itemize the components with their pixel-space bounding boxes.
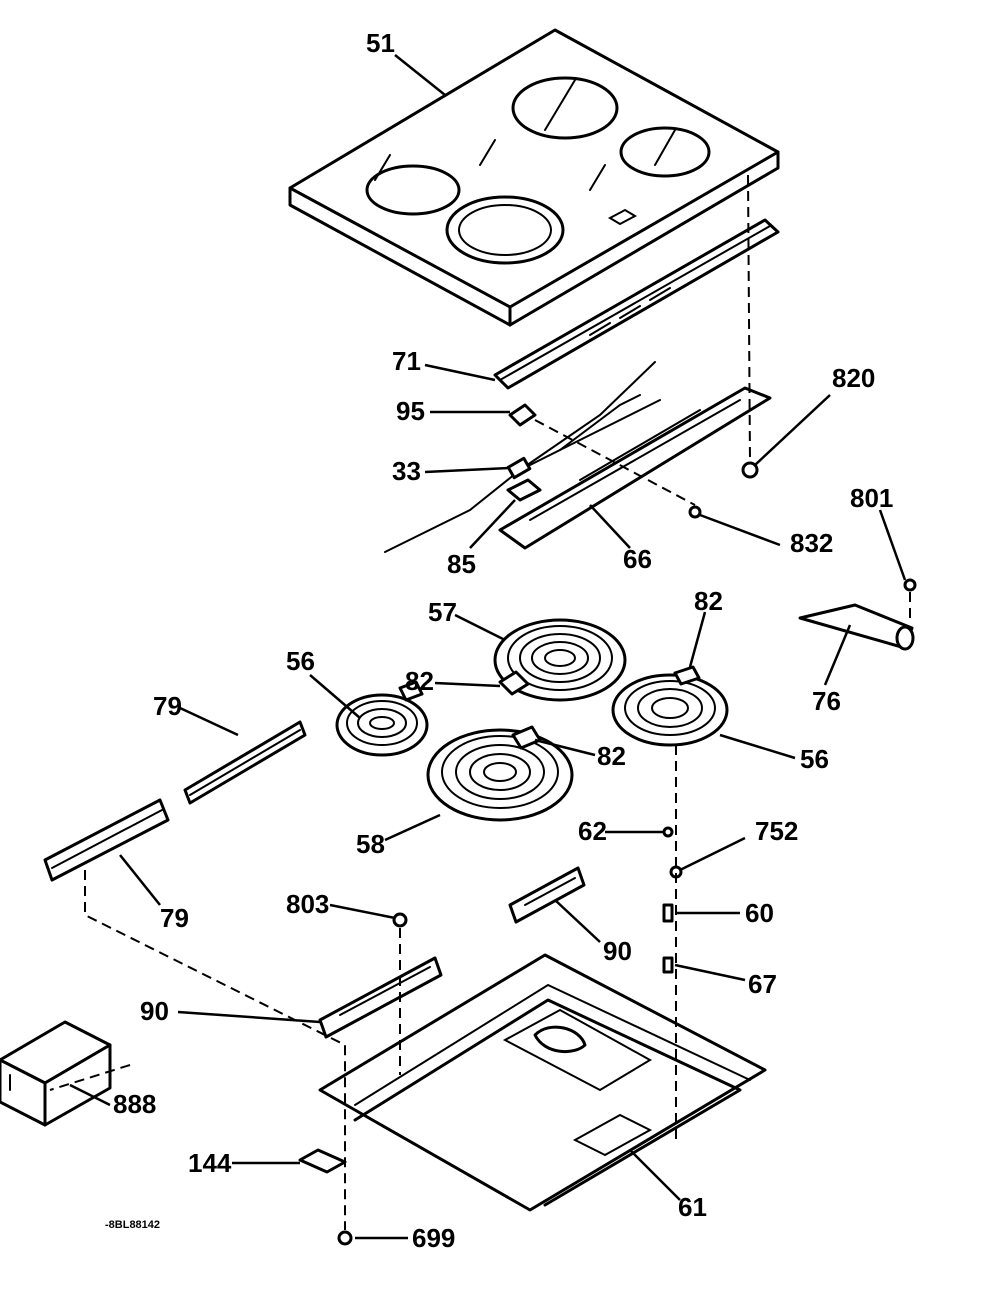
- callout-832: 832: [790, 528, 833, 558]
- callout-85: 85: [447, 549, 476, 579]
- callout-752: 752: [755, 816, 798, 846]
- cooktop-glass-51: [288, 28, 780, 327]
- surface-element-57: [493, 618, 627, 702]
- leader-lines: [69, 54, 907, 1240]
- carton-888: [0, 1020, 112, 1127]
- callout-71: 71: [392, 346, 421, 376]
- screw-699: [337, 1230, 353, 1246]
- callout-699: 699: [412, 1223, 455, 1253]
- callout-60: 60: [745, 898, 774, 928]
- callout-820: 820: [832, 363, 875, 393]
- callout-66: 66: [623, 544, 652, 574]
- bracket-76: [798, 603, 915, 651]
- bottom-pan-61: [318, 953, 767, 1212]
- callout-51: 51: [366, 28, 395, 58]
- spacer-67: [662, 956, 674, 974]
- callout-82-low: 82: [597, 741, 626, 771]
- callout-57: 57: [428, 597, 457, 627]
- callout-79-lower: 79: [160, 903, 189, 933]
- surface-element-56-right: [611, 665, 729, 747]
- screw-803: [392, 912, 408, 928]
- front-trim-71: [493, 218, 780, 390]
- bracket-66: [498, 386, 772, 550]
- callout-labels: 51 71 95 33 85 66 820 832 801 76 57 82 8…: [105, 28, 893, 1253]
- drawing-code: -8BL88142: [105, 1219, 160, 1231]
- wiring-harness-33: [384, 361, 661, 553]
- callout-888: 888: [113, 1089, 156, 1119]
- assembly-lines: [49, 174, 911, 1230]
- callout-56-left: 56: [286, 646, 315, 676]
- terminal-block-90-left: [318, 956, 443, 1039]
- callout-803: 803: [286, 889, 329, 919]
- callout-76: 76: [812, 686, 841, 716]
- terminal-block-90-right: [508, 866, 586, 924]
- callout-82-mid: 82: [405, 666, 434, 696]
- callout-90-left: 90: [140, 996, 169, 1026]
- callout-33: 33: [392, 456, 421, 486]
- screw-801: [903, 578, 917, 592]
- surface-element-58: [426, 725, 574, 822]
- callout-58: 58: [356, 829, 385, 859]
- callout-56-right: 56: [800, 744, 829, 774]
- screw-832: [688, 505, 702, 519]
- channel-79-lower: [43, 798, 170, 882]
- spacer-60: [662, 903, 674, 923]
- callout-79-upper: 79: [153, 691, 182, 721]
- callout-67: 67: [748, 969, 777, 999]
- channel-79-upper: [183, 720, 307, 805]
- surface-element-56-left: [335, 680, 429, 757]
- clip-144: [298, 1148, 347, 1174]
- callout-61: 61: [678, 1192, 707, 1222]
- callout-95: 95: [396, 396, 425, 426]
- callout-62: 62: [578, 816, 607, 846]
- callout-144: 144: [188, 1148, 232, 1178]
- callout-801: 801: [850, 483, 893, 513]
- callout-82-top: 82: [694, 586, 723, 616]
- screw-62: [662, 826, 674, 838]
- callout-90-right: 90: [603, 936, 632, 966]
- screw-820: [741, 461, 759, 479]
